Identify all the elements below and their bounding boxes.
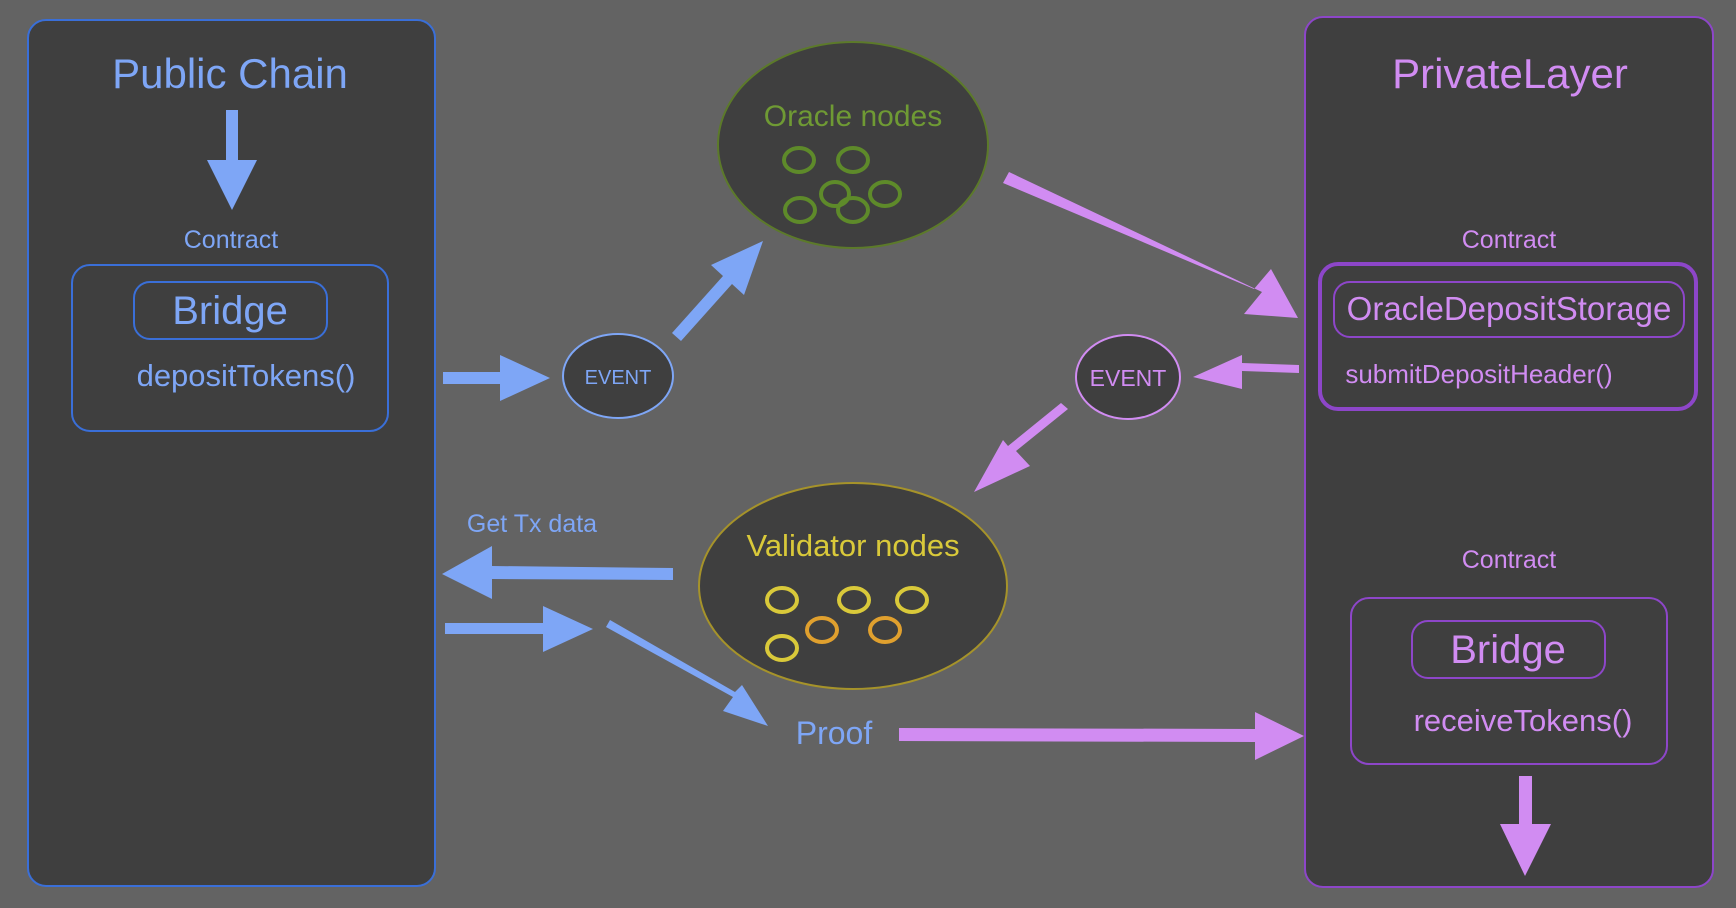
validator-node-ring-icon xyxy=(805,616,839,644)
event-to-validator-arrow-icon xyxy=(974,403,1068,492)
validator-node-ring-icon xyxy=(895,586,929,614)
validator-nodes-cluster xyxy=(698,482,1008,690)
event-node-right xyxy=(1075,334,1181,420)
oracle-node-ring-icon xyxy=(819,180,851,208)
oracle-to-storage-arrow-icon xyxy=(1003,172,1298,318)
private-layer-panel xyxy=(1304,16,1714,888)
oracle-node-ring-icon xyxy=(782,146,816,174)
event-to-oracle-arrow-icon xyxy=(672,241,763,341)
oracle-contract-label: Contract xyxy=(1462,226,1557,254)
oracle-node-ring-icon xyxy=(836,146,870,174)
oracle-nodes-cluster xyxy=(717,41,989,249)
oracle-node-ring-icon xyxy=(783,196,817,224)
private-bridge-contract-box xyxy=(1350,597,1668,765)
public-chain-down-arrow-icon xyxy=(207,110,257,210)
event-left-label: EVENT xyxy=(585,367,652,389)
validator-nodes-label: Validator nodes xyxy=(746,528,959,563)
public-method-label: depositTokens() xyxy=(137,358,356,393)
oracle-node-ring-icon xyxy=(836,196,870,224)
get-tx-data-label: Get Tx data xyxy=(467,510,597,538)
public-bridge-pill xyxy=(133,281,328,340)
receive-tokens-label: receiveTokens() xyxy=(1414,703,1633,738)
private-layer-title: PrivateLayer xyxy=(1392,50,1628,97)
flow-arrows xyxy=(442,172,1304,760)
private-layer-down-arrow-icon xyxy=(1500,776,1551,876)
validator-node-ring-icon xyxy=(765,634,799,662)
validator-node-ring-icon xyxy=(868,616,902,644)
validator-node-rings xyxy=(765,586,929,662)
submit-deposit-header-label: submitDepositHeader() xyxy=(1345,359,1612,389)
private-bridge-contract-label: Contract xyxy=(1462,546,1557,574)
event-node-left xyxy=(562,333,674,419)
deposit-to-event-arrow-icon xyxy=(443,355,550,401)
public-contract-label: Contract xyxy=(184,226,279,254)
oracle-node-ring-icon xyxy=(868,180,902,208)
oracle-nodes-label: Oracle nodes xyxy=(764,100,942,133)
private-bridge-label: Bridge xyxy=(1450,628,1566,672)
validator-node-ring-icon xyxy=(765,586,799,614)
proof-label: Proof xyxy=(796,715,873,751)
public-chain-panel xyxy=(27,19,436,887)
tx-data-to-public-return-arrow-icon xyxy=(445,606,593,652)
oracle-node-rings xyxy=(782,146,902,224)
proof-to-private-bridge-arrow-icon xyxy=(899,712,1304,760)
validator-node-ring-icon xyxy=(837,586,871,614)
to-proof-arrow-icon xyxy=(606,620,768,726)
validator-to-tx-data-arrow-icon xyxy=(442,546,673,599)
oracle-deposit-storage-pill xyxy=(1333,281,1685,338)
event-right-label: EVENT xyxy=(1090,365,1167,391)
public-chain-title: Public Chain xyxy=(112,50,348,97)
public-bridge-label: Bridge xyxy=(172,289,288,333)
public-bridge-contract-box xyxy=(71,264,389,432)
oracle-deposit-contract-box xyxy=(1318,262,1698,411)
private-bridge-pill xyxy=(1411,620,1606,679)
oracle-deposit-storage-label: OracleDepositStorage xyxy=(1347,290,1672,327)
storage-to-event-arrow-icon xyxy=(1193,355,1299,389)
